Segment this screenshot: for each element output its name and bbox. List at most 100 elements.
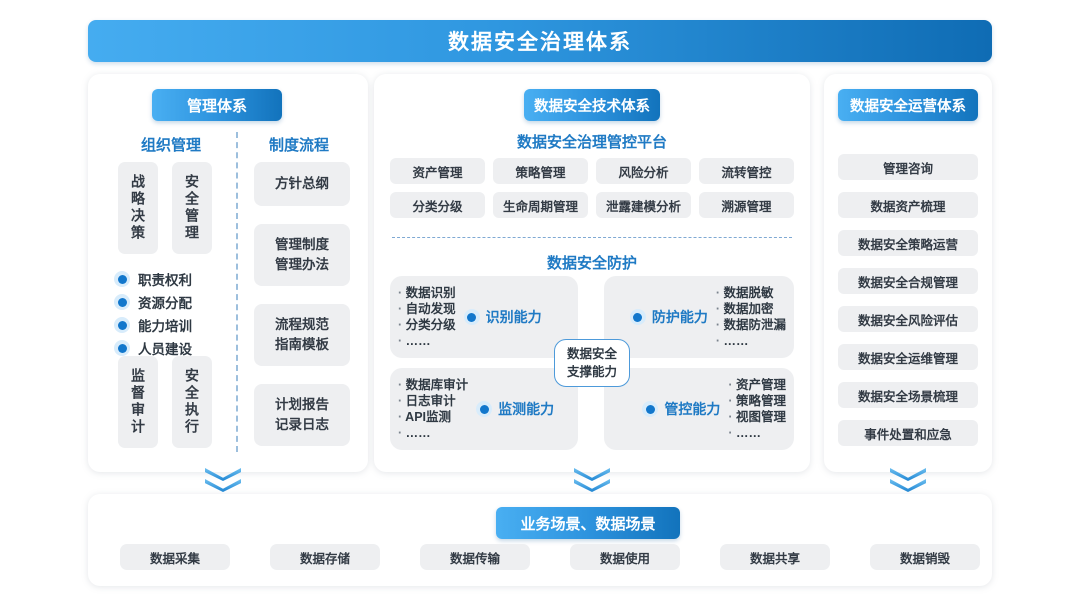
quadrant-item-list: 资产管理 策略管理 视图管理 …… bbox=[720, 377, 794, 441]
bullet-label: 人员建设 bbox=[138, 342, 192, 357]
quadrant-item: 视图管理 bbox=[728, 409, 786, 425]
quadrant-label: 识别能力 bbox=[485, 309, 542, 325]
lifecycle-chip-use[interactable]: 数据使用 bbox=[570, 544, 680, 570]
bullet-dot-icon bbox=[642, 401, 659, 417]
process-chip-line2: 管理办法 bbox=[275, 257, 329, 272]
process-chip-report[interactable]: 计划报告 记录日志 bbox=[254, 384, 350, 446]
quadrant-item: 策略管理 bbox=[728, 393, 786, 409]
bullet-item-training[interactable]: 能力培训 bbox=[114, 312, 234, 338]
quadrant-item: 数据脱敏 bbox=[716, 285, 786, 301]
quadrant-item: 数据防泄漏 bbox=[716, 317, 786, 333]
lifecycle-chip-store[interactable]: 数据存储 bbox=[270, 544, 380, 570]
quadrant-protection[interactable]: 防护能力 数据脱敏 数据加密 数据防泄漏 …… bbox=[604, 276, 794, 358]
page-title-text: 数据安全治理体系 bbox=[448, 31, 632, 54]
quadrant-item: 资产管理 bbox=[728, 377, 786, 393]
technical-system-panel: 数据安全技术体系 数据安全治理管控平台 资产管理 策略管理 风险分析 流转管控 … bbox=[374, 74, 810, 472]
operation-item-compliance[interactable]: 数据安全合规管理 bbox=[838, 268, 978, 294]
quadrant-label-group: 防护能力 bbox=[629, 307, 708, 327]
core-capability-node[interactable]: 数据安全 支撑能力 bbox=[554, 339, 630, 387]
bullet-dot-icon bbox=[114, 294, 130, 310]
operation-item-asset-sort[interactable]: 数据资产梳理 bbox=[838, 192, 978, 218]
quadrant-label: 监测能力 bbox=[498, 401, 555, 417]
management-system-panel: 管理体系 组织管理 制度流程 战略决策 安全管理 监督审计 安全执行 职责权利 … bbox=[88, 74, 368, 472]
vertical-chip-audit[interactable]: 监督审计 bbox=[118, 356, 158, 448]
operation-item-incident[interactable]: 事件处置和应急 bbox=[838, 420, 978, 446]
process-column-title: 制度流程 bbox=[268, 137, 329, 154]
platform-chip-asset[interactable]: 资产管理 bbox=[390, 158, 485, 184]
management-system-badge[interactable]: 管理体系 bbox=[152, 89, 282, 121]
bullet-dot-icon bbox=[114, 317, 130, 333]
lifecycle-chip-destroy[interactable]: 数据销毁 bbox=[870, 544, 980, 570]
quadrant-identification[interactable]: 数据识别 自动发现 分类分级 …… 识别能力 bbox=[390, 276, 578, 358]
bullet-dot-icon bbox=[629, 309, 646, 325]
quadrant-monitoring[interactable]: 数据库审计 日志审计 API监测 …… 监测能力 bbox=[390, 368, 578, 450]
bullet-item-resource[interactable]: 资源分配 bbox=[114, 289, 234, 315]
bullet-item-responsibility[interactable]: 职责权利 bbox=[114, 266, 234, 292]
operation-item-risk-assess[interactable]: 数据安全风险评估 bbox=[838, 306, 978, 332]
bullet-label: 能力培训 bbox=[138, 319, 192, 334]
bullet-label: 职责权利 bbox=[138, 273, 192, 288]
quadrant-control[interactable]: 管控能力 资产管理 策略管理 视图管理 …… bbox=[604, 368, 794, 450]
management-system-badge-label: 管理体系 bbox=[186, 97, 247, 115]
quadrant-item: …… bbox=[398, 333, 456, 349]
operation-item-scenario[interactable]: 数据安全场景梳理 bbox=[838, 382, 978, 408]
left-column-divider bbox=[236, 132, 238, 452]
platform-chip-classification[interactable]: 分类分级 bbox=[390, 192, 485, 218]
business-scenario-badge-label: 业务场景、数据场景 bbox=[520, 515, 656, 533]
lifecycle-chip-transmit[interactable]: 数据传输 bbox=[420, 544, 530, 570]
quadrant-item: API监测 bbox=[398, 409, 468, 425]
quadrant-item: 数据加密 bbox=[716, 301, 786, 317]
vertical-chip-security-mgmt[interactable]: 安全管理 bbox=[172, 162, 212, 254]
process-chip-line1: 流程规范 bbox=[275, 316, 329, 332]
platform-chip-risk[interactable]: 风险分析 bbox=[596, 158, 691, 184]
process-chip-line1: 方针总纲 bbox=[275, 175, 329, 191]
core-capability-line1: 数据安全 bbox=[566, 346, 617, 361]
lifecycle-chip-collect[interactable]: 数据采集 bbox=[120, 544, 230, 570]
org-management-column-title: 组织管理 bbox=[140, 137, 201, 154]
operation-item-consulting[interactable]: 管理咨询 bbox=[838, 154, 978, 180]
quadrant-item: …… bbox=[716, 333, 786, 349]
chevron-down-icon bbox=[890, 468, 926, 498]
lifecycle-chip-share[interactable]: 数据共享 bbox=[720, 544, 830, 570]
center-section-divider bbox=[392, 237, 792, 238]
process-chip-line1: 计划报告 bbox=[275, 396, 329, 412]
platform-chip-lifecycle[interactable]: 生命周期管理 bbox=[493, 192, 588, 218]
platform-chip-traceability[interactable]: 溯源管理 bbox=[699, 192, 794, 218]
platform-capability-grid: 资产管理 策略管理 风险分析 流转管控 分类分级 生命周期管理 泄露建模分析 溯… bbox=[390, 158, 794, 226]
quadrant-item: …… bbox=[398, 425, 468, 441]
page-title: 数据安全治理体系 bbox=[88, 20, 992, 62]
operation-item-maintenance[interactable]: 数据安全运维管理 bbox=[838, 344, 978, 370]
process-chip-line2: 记录日志 bbox=[275, 417, 329, 432]
core-capability-line2: 支撑能力 bbox=[566, 365, 617, 379]
vertical-chip-strategy[interactable]: 战略决策 bbox=[118, 162, 158, 254]
process-chip-policy[interactable]: 方针总纲 bbox=[254, 162, 350, 206]
operation-system-badge[interactable]: 数据安全运营体系 bbox=[838, 89, 978, 121]
operation-system-panel: 数据安全运营体系 管理咨询 数据资产梳理 数据安全策略运营 数据安全合规管理 数… bbox=[824, 74, 992, 472]
quadrant-item: 自动发现 bbox=[398, 301, 456, 317]
platform-chip-leak-model[interactable]: 泄露建模分析 bbox=[596, 192, 691, 218]
bullet-label: 资源分配 bbox=[138, 296, 192, 311]
chevron-down-icon bbox=[205, 468, 241, 498]
quadrant-item-list: 数据脱敏 数据加密 数据防泄漏 …… bbox=[708, 285, 794, 349]
quadrant-item: 日志审计 bbox=[398, 393, 468, 409]
platform-row-2: 分类分级 生命周期管理 泄露建模分析 溯源管理 bbox=[390, 192, 794, 218]
operation-item-policy-ops[interactable]: 数据安全策略运营 bbox=[838, 230, 978, 256]
quadrant-item: 分类分级 bbox=[398, 317, 456, 333]
quadrant-item: …… bbox=[728, 425, 786, 441]
process-chip-regulation[interactable]: 管理制度 管理办法 bbox=[254, 224, 350, 286]
bullet-item-personnel[interactable]: 人员建设 bbox=[114, 335, 234, 361]
platform-section-title: 数据安全治理管控平台 bbox=[516, 134, 667, 151]
technical-system-badge[interactable]: 数据安全技术体系 bbox=[524, 89, 660, 121]
platform-chip-policy[interactable]: 策略管理 bbox=[493, 158, 588, 184]
quadrant-label-group: 识别能力 bbox=[463, 307, 542, 327]
business-scenario-badge[interactable]: 业务场景、数据场景 bbox=[496, 507, 680, 539]
vertical-chip-execution[interactable]: 安全执行 bbox=[172, 356, 212, 448]
quadrant-item-list: 数据库审计 日志审计 API监测 …… bbox=[390, 377, 476, 441]
process-chip-workflow[interactable]: 流程规范 指南模板 bbox=[254, 304, 350, 366]
chevron-down-icon bbox=[574, 468, 610, 498]
bullet-dot-icon bbox=[463, 309, 480, 325]
platform-chip-flow[interactable]: 流转管控 bbox=[699, 158, 794, 184]
quadrant-item-list: 数据识别 自动发现 分类分级 …… bbox=[390, 285, 464, 349]
operation-system-badge-label: 数据安全运营体系 bbox=[850, 98, 966, 115]
